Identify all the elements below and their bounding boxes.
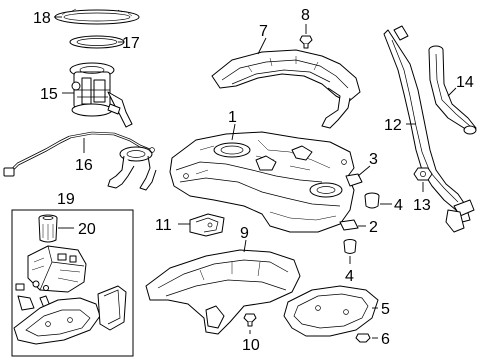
callout-9-leader	[243, 239, 247, 253]
callout-17: 17	[122, 35, 140, 52]
callout-14-leader	[447, 87, 457, 97]
bracket-11-part	[189, 213, 225, 237]
nut-13-part	[413, 167, 433, 181]
canister-bracket-part	[13, 285, 127, 345]
evap-canister-part	[15, 245, 87, 311]
callout-1-leader	[231, 123, 236, 141]
bolt-8-part	[299, 35, 313, 49]
callout-5: 5	[381, 301, 390, 318]
callout-14: 14	[456, 74, 474, 91]
gasket-part	[69, 35, 125, 49]
tank-bracket-2-part	[339, 219, 359, 231]
callout-18: 18	[33, 10, 51, 27]
callout-16: 16	[75, 157, 93, 174]
callout-9: 9	[240, 225, 249, 242]
callout-7-leader	[257, 37, 267, 55]
filler-tube-part	[383, 25, 475, 233]
lock-ring-part	[54, 8, 140, 25]
fuel-tank-part	[169, 131, 355, 233]
callout-7: 7	[259, 23, 268, 40]
fuel-pump-module-part	[69, 62, 133, 128]
callout-11: 11	[155, 217, 172, 234]
insulator-4-lower-part	[343, 239, 357, 254]
shield-plate-5-part	[283, 285, 379, 337]
clip-6-part	[355, 333, 371, 343]
insulator-4-upper-part	[364, 192, 380, 209]
callout-3: 3	[369, 151, 378, 168]
callout-15: 15	[40, 86, 58, 103]
callout-13: 13	[413, 197, 431, 214]
callout-10: 10	[242, 337, 260, 354]
callout-1: 1	[228, 109, 237, 126]
callout-19: 19	[57, 191, 75, 208]
wiring-harness-part	[3, 131, 157, 191]
callout-12: 12	[384, 117, 402, 134]
upper-heat-shield-part	[211, 49, 361, 129]
callout-4a: 4	[394, 197, 403, 214]
callout-4b: 4	[345, 268, 354, 285]
callout-3-leader	[357, 165, 371, 177]
callout-6: 6	[381, 331, 390, 348]
tank-bracket-3-part	[345, 173, 363, 187]
filter-element-part	[38, 214, 58, 243]
callout-8: 8	[301, 7, 310, 24]
filler-neck-part	[428, 45, 477, 135]
callout-20: 20	[78, 221, 96, 238]
nut-10-part	[243, 313, 257, 327]
callout-2: 2	[369, 219, 378, 236]
lower-heat-shield-part	[145, 249, 301, 335]
